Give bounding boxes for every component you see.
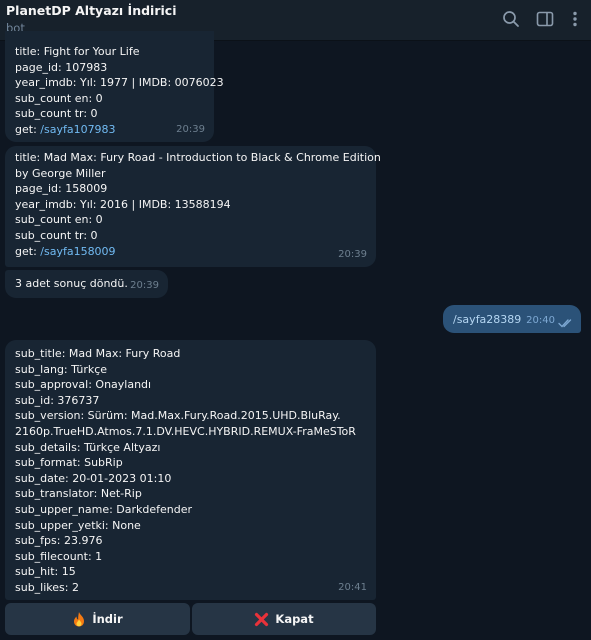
- message-text-line: sub_likes: 2: [15, 580, 79, 594]
- message-text-line: year_imdb: Yıl: 1977 | IMDB: 0076023: [15, 76, 224, 90]
- message-text-line: sub_count en: 0: [15, 91, 103, 105]
- message-bubble[interactable]: 3 adet sonuç döndü. 20:39: [5, 270, 168, 298]
- message-text-line: page_id: 107983: [15, 60, 108, 74]
- message-text-line: sub_upper_yetki: None: [15, 518, 141, 532]
- message-get-line: get: /sayfa158009: [15, 244, 366, 260]
- message-bubble[interactable]: sub_title: Mad Max: Fury Road sub_lang: …: [5, 340, 376, 600]
- message-text-line: sub_filecount: 1: [15, 549, 103, 563]
- message-text-line: sub_upper_name: Darkdefender: [15, 502, 193, 516]
- get-label: get:: [15, 244, 41, 258]
- message-text-line: sub_format: SubRip: [15, 456, 123, 470]
- message-text-line: sub_title: Mad Max: Fury Road: [15, 347, 181, 360]
- message-text-line: sub_hit: 15: [15, 565, 76, 579]
- fire-icon: [72, 611, 86, 627]
- download-button[interactable]: İndir: [5, 603, 190, 635]
- red-x-icon: [254, 612, 269, 627]
- download-button-label: İndir: [92, 612, 123, 626]
- message-get-line: get: /sayfa107983: [15, 122, 204, 138]
- message-text-line: sub_count en: 0: [15, 213, 103, 227]
- message-text-line: 2160p.TrueHD.Atmos.7.1.DV.HEVC.HYBRID.RE…: [15, 424, 356, 438]
- message-text-line: year_imdb: Yıl: 2016 | IMDB: 13588194: [15, 197, 231, 211]
- message-text-line: title: Mad Max: Fury Road - Introduction…: [15, 151, 381, 164]
- message-text-line: sub_count tr: 0: [15, 107, 98, 121]
- message-text-line: sub_version: Sürüm: Mad.Max.Fury.Road.20…: [15, 409, 341, 423]
- message-text-line: page_id: 158009: [15, 182, 108, 196]
- page-command-link[interactable]: /sayfa158009: [40, 244, 116, 258]
- chat-title: PlanetDP Altyazı İndirici: [6, 3, 177, 18]
- chat-history[interactable]: title: Fight for Your Life page_id: 1079…: [0, 31, 591, 640]
- message-text-line: sub_count tr: 0: [15, 228, 98, 242]
- more-vertical-icon[interactable]: [565, 9, 585, 29]
- message-text-line: title: Fight for Your Life: [15, 45, 140, 58]
- message-time: 20:39: [176, 124, 205, 136]
- double-check-icon: [558, 319, 572, 328]
- message-text-line: sub_date: 20-01-2023 01:10: [15, 471, 172, 485]
- message-text-line: sub_details: Türkçe Altyazı: [15, 440, 161, 454]
- message-text-line: sub_lang: Türkçe: [15, 362, 108, 376]
- message-time: 20:40: [526, 315, 555, 327]
- message-bubble[interactable]: title: Mad Max: Fury Road - Introduction…: [5, 146, 381, 267]
- sidebar-toggle-icon[interactable]: [535, 9, 555, 29]
- page-command-link[interactable]: /sayfa107983: [40, 122, 116, 136]
- message-text-line: by George Miller: [15, 166, 106, 180]
- page-command-link[interactable]: /sayfa28389: [453, 313, 522, 326]
- message-text-line: sub_approval: Onaylandı: [15, 378, 152, 392]
- close-button[interactable]: Kapat: [192, 603, 376, 635]
- message-text-line: sub_id: 376737: [15, 393, 100, 407]
- search-icon[interactable]: [501, 9, 521, 29]
- outgoing-message-bubble[interactable]: /sayfa28389 20:40: [443, 305, 581, 333]
- get-label: get:: [15, 122, 41, 136]
- message-text-line: sub_fps: 23.976: [15, 534, 103, 548]
- message-time: 20:39: [130, 280, 159, 292]
- message-text-line: 3 adet sonuç döndü.: [15, 277, 128, 290]
- message-time: 20:39: [338, 249, 367, 261]
- message-time: 20:41: [338, 582, 367, 594]
- message-text-line: sub_translator: Net-Rip: [15, 487, 142, 501]
- message-bubble[interactable]: title: Fight for Your Life page_id: 1079…: [5, 31, 224, 142]
- close-button-label: Kapat: [275, 612, 314, 626]
